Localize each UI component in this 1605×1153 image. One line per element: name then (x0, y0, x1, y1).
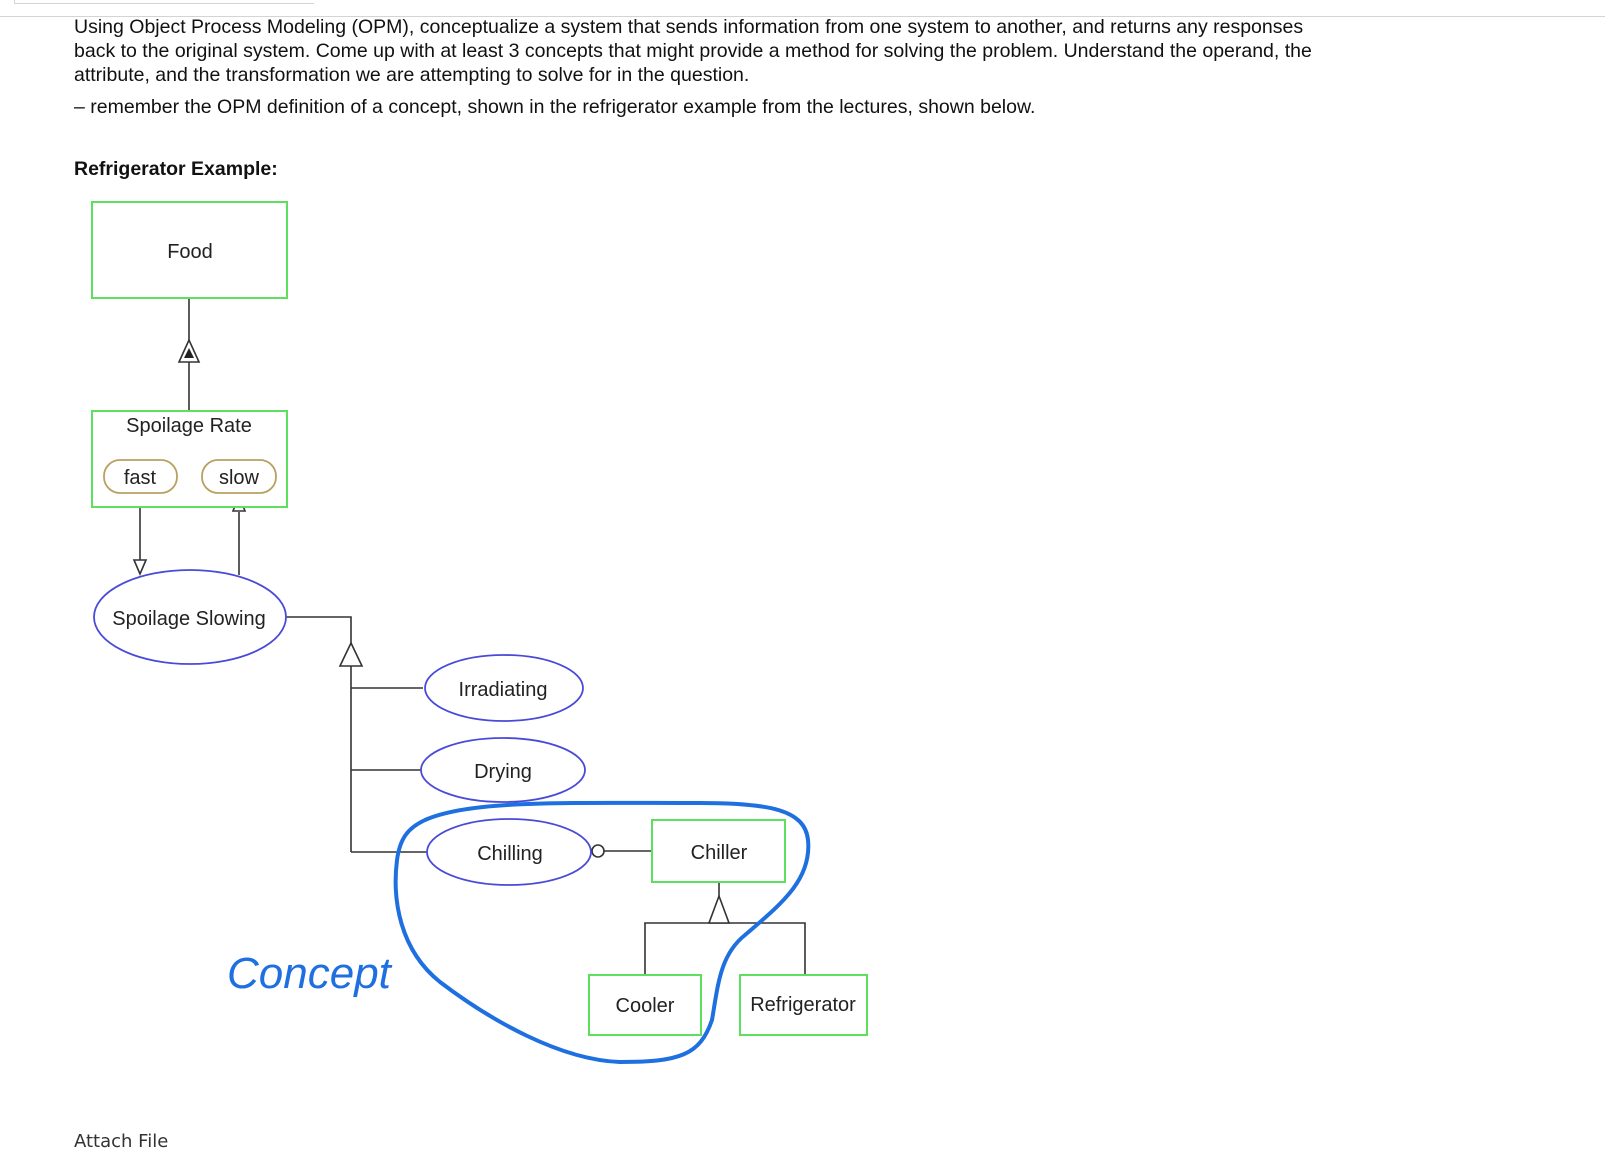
concept-outline (393, 800, 811, 1064)
concept-annotation: Concept (227, 949, 393, 998)
cooler-object (588, 974, 702, 1036)
state-slow-label: slow (219, 467, 260, 489)
specialization-symbol (338, 641, 364, 667)
reminder-text: – remember the OPM definition of a conce… (74, 96, 1036, 118)
cooler-label: Cooler (616, 995, 675, 1017)
result-arrowhead (132, 559, 148, 577)
object-boxes (91, 201, 868, 1036)
example-heading: Refrigerator Example: (74, 158, 278, 180)
question-text: Using Object Process Modeling (OPM), con… (74, 16, 1312, 86)
process-ellipses (93, 569, 592, 886)
diagram-symbols (132, 338, 731, 924)
state-fast-label: fast (124, 467, 157, 489)
state-boxes (103, 459, 277, 494)
chiller-label: Chiller (691, 842, 748, 864)
spoilage-rate-label: Spoilage Rate (126, 415, 252, 437)
spoilage-slowing-process (93, 569, 287, 665)
generalization-symbol (707, 893, 731, 924)
drying-label: Drying (474, 761, 532, 783)
chilling-label: Chilling (477, 843, 543, 865)
food-label: Food (167, 241, 213, 263)
spoilage-slowing-label: Spoilage Slowing (112, 608, 265, 630)
state-fast (103, 459, 178, 494)
attach-file-label[interactable]: Attach File (74, 1131, 169, 1152)
irradiating-label: Irradiating (459, 679, 548, 701)
exhibition-inner-symbol (184, 348, 194, 358)
previous-section-tab-border (14, 0, 314, 4)
chiller-object (651, 819, 786, 883)
specialization-link (286, 616, 352, 643)
chilling-process (426, 818, 592, 886)
instrument-circle (591, 844, 605, 858)
food-object (91, 201, 288, 299)
irradiating-process (424, 654, 584, 722)
refrigerator-object (739, 974, 868, 1036)
previous-section-border (0, 0, 1605, 17)
refrigerator-label: Refrigerator (750, 994, 856, 1016)
drying-process (420, 737, 586, 803)
state-slow (201, 459, 277, 494)
